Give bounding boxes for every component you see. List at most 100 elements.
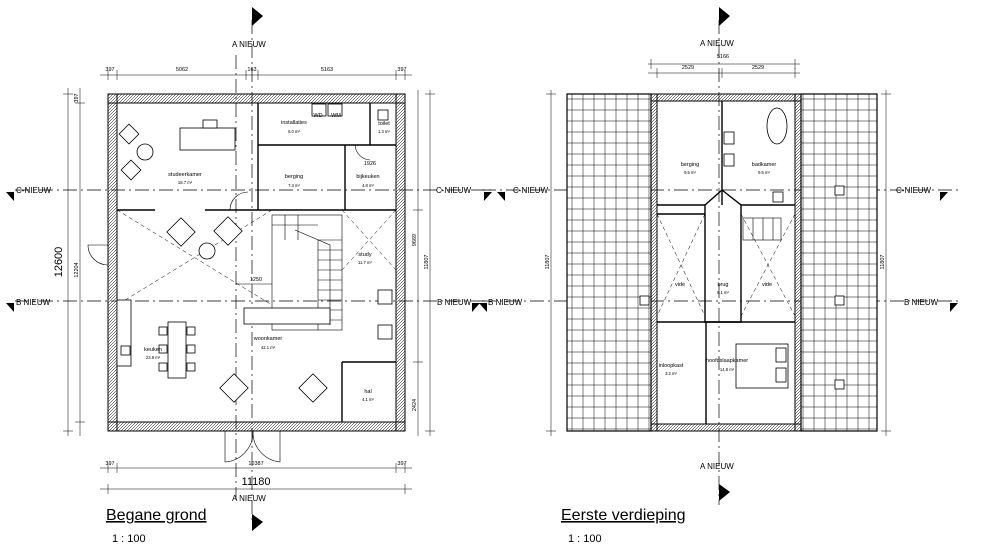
room-berging-area: 9.5 m² [684, 170, 696, 175]
room-inloopkast-area: 3.2 m² [665, 371, 677, 376]
roof-right [800, 93, 878, 432]
dim-right-lower: 2424 [412, 399, 418, 411]
axis-c-left-label: C-NIEUW [513, 186, 549, 195]
dimension-right: 9669 2424 11807 [412, 90, 435, 436]
room-keuken-area: 23.9 m² [146, 355, 161, 360]
room-badkamer-area: 9.5 m² [758, 170, 770, 175]
room-study-label: study [358, 252, 371, 258]
room-hoofdslaapkamer-label: hoofdslaapkamer [706, 358, 748, 364]
dormer [834, 185, 845, 196]
axis-c-right-marker [484, 192, 492, 201]
bridge-outline [704, 189, 742, 323]
front-door-right [252, 430, 281, 463]
wall-left [650, 93, 658, 432]
axis-b-left-label: B NIEUW [16, 298, 51, 307]
side-table [198, 242, 216, 260]
axis-b-right-marker [950, 303, 958, 312]
plan-scale-ground: 1 : 100 [112, 533, 146, 545]
room-installaties-label: installaties [281, 120, 307, 126]
desk-chair [202, 119, 218, 129]
wall-top [650, 93, 802, 102]
room-hoofdslaapkamer-area: 14.8 m² [720, 367, 735, 372]
cabinet [377, 289, 393, 305]
wall-right [395, 93, 406, 432]
axis-b-left-label: B NIEUW [488, 298, 523, 307]
room-inloopkast-label: inloopkast [659, 363, 684, 369]
room-woonkamer-label: woonkamer [253, 336, 283, 342]
dining-chair [158, 362, 168, 372]
armchair [213, 216, 243, 246]
room-vide-left-label: vide [675, 282, 685, 288]
kitchen-sink [120, 345, 131, 356]
armchair [118, 123, 140, 145]
fixture-wd: WD [313, 113, 322, 119]
door-bijkeuken [354, 144, 371, 161]
first-floor-plan: A NIEUW A NIEUW C-NIEUW C-NIEUW B NIEUW … [479, 7, 960, 545]
dormer [639, 295, 650, 306]
dim-top-0: 397 [105, 67, 114, 73]
room-berging-area: 7.3 m² [288, 183, 300, 188]
plan-title-first: Eerste verdieping [561, 507, 686, 524]
dim-top-1: 2529 [752, 65, 764, 71]
axis-a-top-label: A NIEUW [700, 39, 734, 48]
desk [179, 127, 236, 151]
room-berging-label: berging [285, 174, 303, 180]
dim-bottom-2: 397 [397, 461, 406, 467]
axis-a-top-label: A NIEUW [232, 40, 266, 49]
room-hal-label: hal [364, 389, 371, 395]
room-study-area: 11.7 m² [358, 260, 372, 265]
wall-bottom [107, 421, 406, 432]
plan-scale-first: 1 : 100 [568, 533, 602, 545]
room-studeerkamer-area: 18.7 m² [178, 180, 193, 185]
dim-right: 11807 [880, 255, 886, 270]
room-brug-label: brug [717, 282, 728, 288]
stair [271, 214, 343, 331]
front-door-left [224, 430, 254, 463]
ground-floor-plan: A NIEUW A NIEUW C-NIEUW C-NIEUW B NIEUW … [6, 7, 495, 545]
dormer [834, 379, 845, 390]
sink [723, 131, 735, 145]
room-brug-area: 8.1 m² [717, 290, 729, 295]
axis-a-bottom-label: A NIEUW [232, 494, 266, 503]
dimension-right: 11807 [880, 90, 891, 436]
dim-top-2: 163 [247, 67, 256, 73]
dim-left: 11807 [545, 255, 551, 270]
kitchen-counter [116, 299, 132, 367]
washer-box [311, 103, 327, 117]
axis-c-left-label: C-NIEUW [16, 186, 52, 195]
room-installaties-area: 6.0 m² [288, 129, 300, 134]
dim-inner-1926: 1926 [364, 161, 376, 167]
axis-a-bottom-label: A NIEUW [700, 462, 734, 471]
axis-b-left-marker [479, 303, 487, 312]
dim-left-top: 397 [74, 93, 80, 102]
vide-line [656, 213, 706, 317]
dining-chair [158, 344, 168, 354]
room-keuken-label: keuken [144, 347, 162, 353]
dining-chair [158, 326, 168, 336]
vide-line [116, 209, 273, 306]
armchair [298, 373, 328, 403]
room-hal-area: 4.1 m² [362, 397, 374, 402]
axis-b-right-marker [472, 303, 480, 312]
vide-line [740, 213, 796, 317]
axis-c-right-label: C-NIEUW [436, 186, 472, 195]
dim-top-0: 2529 [682, 65, 694, 71]
dim-top-4: 397 [397, 67, 406, 73]
toilet-fixture [377, 109, 389, 121]
dim-bottom-0: 397 [105, 461, 114, 467]
dimension-left: 12600 12204 397 [53, 88, 85, 436]
room-woonkamer-area: 42.1 m² [261, 345, 276, 350]
vide-line [116, 209, 273, 306]
dining-chair [186, 326, 196, 336]
dim-right-upper: 9669 [412, 234, 418, 246]
room-berging-label: berging [681, 162, 699, 168]
dim-bottom-total: 11180 [242, 476, 271, 488]
stair-treads [272, 215, 342, 330]
room-bijkeuken-area: 4.8 m² [362, 183, 374, 188]
dimension-left: 11807 [545, 90, 556, 436]
axis-b-left-marker [6, 303, 14, 312]
dining-table [167, 321, 187, 379]
toilet-fixture [772, 191, 784, 203]
fixture-wm: WM [331, 113, 341, 119]
